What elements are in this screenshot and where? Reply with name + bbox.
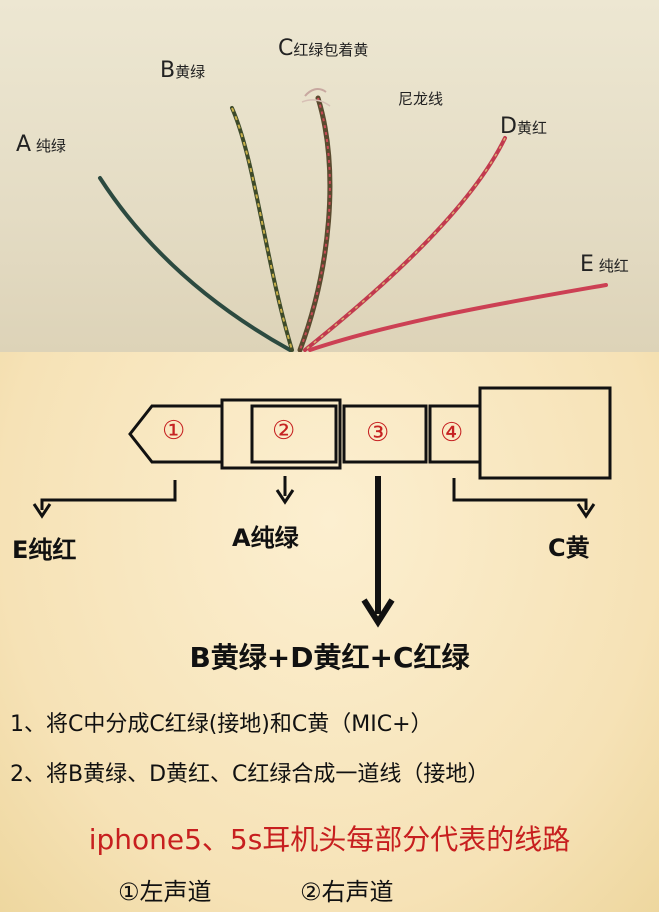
plug-ring-2 <box>220 398 342 470</box>
label-b: B黄绿 <box>160 58 206 83</box>
segment-1-label: ① <box>162 416 186 446</box>
wire-a-green <box>98 176 292 352</box>
segment-4-label: ④ <box>440 418 464 448</box>
wire-photo: A 纯绿 B黄绿 C红绿包着黄 尼龙线 D黄红 E 纯红 <box>0 0 659 352</box>
label-d: D黄红 <box>500 114 547 139</box>
output-a: A纯绿 <box>232 524 299 552</box>
nylon-strands <box>304 88 327 97</box>
left-channel-label: ①左声道 <box>118 878 212 906</box>
plug-sleeve <box>478 386 612 480</box>
label-a: A 纯绿 <box>16 132 66 157</box>
plug-diagram <box>32 386 612 628</box>
plug-section: ① ② ③ ④ E纯红 A纯绿 C黄 <box>0 352 659 912</box>
segment-2-label: ② <box>272 416 296 446</box>
label-nylon: 尼龙线 <box>398 90 444 108</box>
segment-3-label: ③ <box>366 418 390 448</box>
label-c: C红绿包着黄 <box>278 36 369 61</box>
output-e: E纯红 <box>12 536 77 564</box>
wire-d-yellow-red <box>303 136 507 352</box>
wire-c-red-green <box>297 95 333 352</box>
wire-b-yellow-green <box>230 106 294 352</box>
connector-4 <box>452 478 588 510</box>
plug-ring-3 <box>342 404 428 464</box>
connector-1 <box>40 480 177 510</box>
diagram-caption: iphone5、5s耳机头每部分代表的线路 <box>88 823 571 856</box>
output-combined: B黄绿+D黄红+C红绿 <box>189 641 470 674</box>
wire-illustration <box>98 88 608 352</box>
label-e: E 纯红 <box>580 252 629 277</box>
right-channel-label: ②右声道 <box>300 878 394 906</box>
wire-e-red <box>308 283 608 352</box>
output-c: C黄 <box>548 534 590 562</box>
note-1: 1、将C中分成C红绿(接地)和C黄（MIC+） <box>10 712 433 737</box>
note-2: 2、将B黄绿、D黄红、C红绿合成一道线（接地） <box>10 762 490 787</box>
